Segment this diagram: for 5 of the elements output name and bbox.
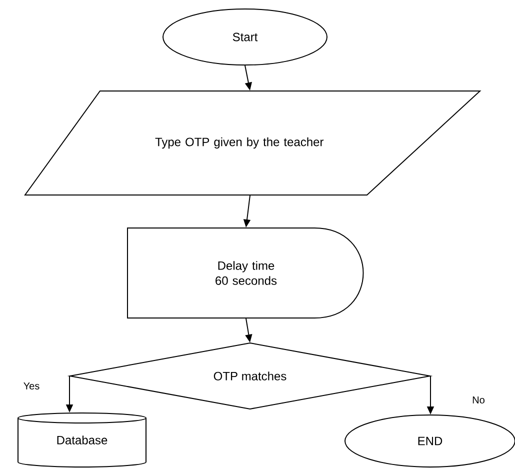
- delay-shape: Delay time 60 seconds: [127, 228, 364, 318]
- node-label: Database: [57, 436, 108, 444]
- edge-label: Yes: [24, 382, 40, 390]
- database-cylinder: Database: [18, 412, 146, 468]
- edge-label: No: [472, 396, 484, 404]
